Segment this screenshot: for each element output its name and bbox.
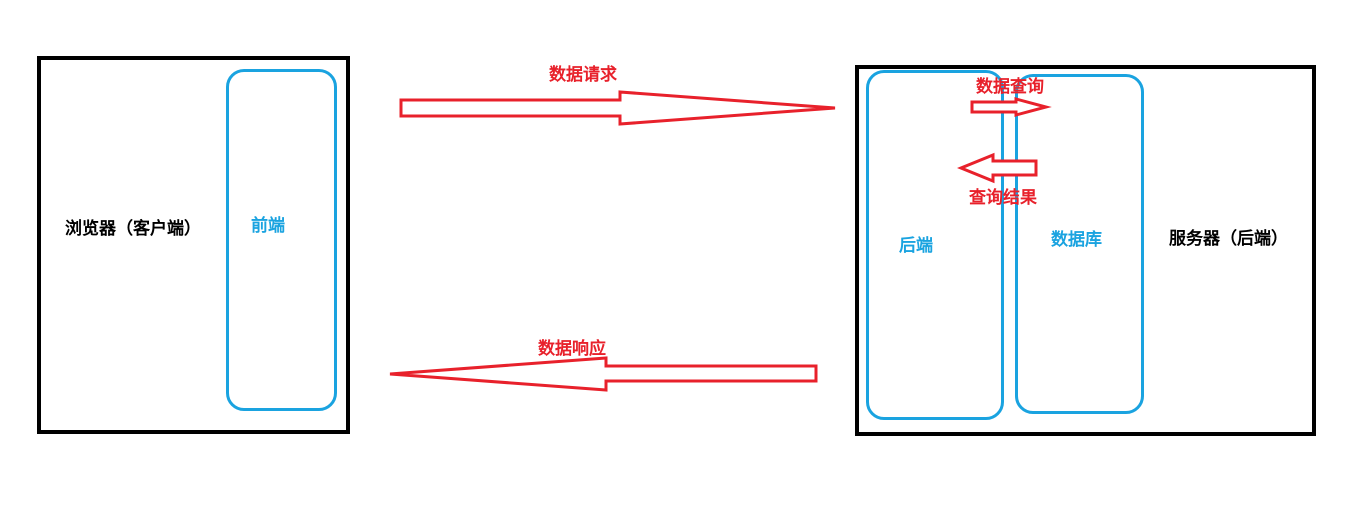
browser-label: 浏览器（客户端） [65,219,201,239]
result-label: 查询结果 [969,188,1037,208]
backend-box [866,70,1004,420]
request-label: 数据请求 [549,65,617,85]
response-arrow [389,356,818,392]
query-arrow [970,97,1052,117]
server-box [855,65,1316,436]
database-box [1015,74,1144,414]
response-label: 数据响应 [538,339,606,359]
browser-box [37,56,350,434]
backend-label: 后端 [899,236,933,256]
request-arrow [399,90,836,126]
frontend-box [226,69,337,411]
database-label: 数据库 [1051,230,1102,250]
result-arrow [957,152,1038,184]
server-label: 服务器（后端） [1169,229,1288,249]
query-label: 数据查询 [976,77,1044,97]
frontend-label: 前端 [251,216,285,236]
